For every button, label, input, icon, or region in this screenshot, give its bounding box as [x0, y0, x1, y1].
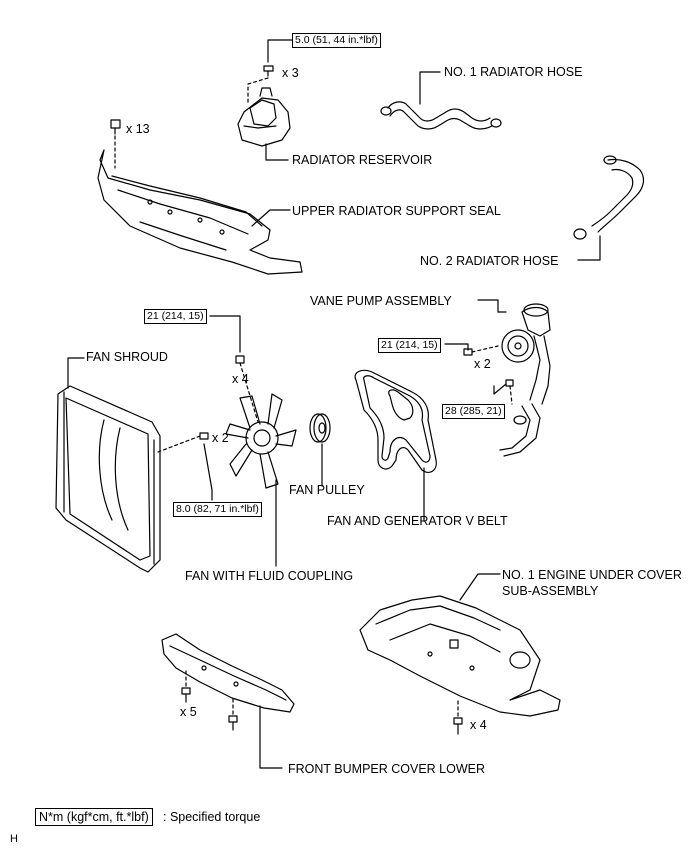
label-upper-radiator-support-seal: UPPER RADIATOR SUPPORT SEAL	[292, 204, 501, 218]
label-front-bumper-cover-lower: FRONT BUMPER COVER LOWER	[288, 762, 486, 776]
shroud-bolt	[157, 432, 209, 453]
bumper-bolt	[181, 667, 238, 731]
upper-radiator-support-seal-part	[97, 149, 303, 275]
no2-radiator-hose-part	[573, 155, 645, 240]
label-vane-pump-assembly: VANE PUMP ASSEMBLY	[310, 294, 452, 308]
qty-fan-nuts: x 4	[232, 372, 249, 386]
torque-shroud-bolt: 8.0 (82, 71 in.*lbf)	[173, 502, 262, 517]
fan-and-generator-v-belt-part	[354, 369, 437, 473]
torque-vane-pump-bolt: 21 (214, 15)	[378, 338, 441, 353]
torque-vane-pump-bracket: 28 (285, 21)	[442, 404, 505, 419]
under-cover-bolt	[453, 699, 463, 735]
qty-seal-clips: x 13	[126, 122, 150, 136]
vane-pump-bolt	[463, 345, 499, 356]
qty-under-cover-bolts: x 4	[470, 718, 487, 732]
label-fan-and-generator-v-belt: FAN AND GENERATOR V BELT	[327, 514, 508, 528]
radiator-reservoir-part	[237, 87, 291, 147]
label-no1-radiator-hose: NO. 1 RADIATOR HOSE	[444, 65, 583, 79]
no1-radiator-hose-part	[380, 101, 502, 130]
label-fan-shroud: FAN SHROUD	[86, 350, 168, 364]
vane-pump-bracket-bolt	[505, 379, 514, 405]
legend-description: : Specified torque	[163, 810, 261, 824]
front-bumper-cover-lower-part	[161, 633, 295, 713]
label-fan-with-fluid-coupling: FAN WITH FLUID COUPLING	[185, 569, 354, 583]
vane-pump-assembly-part	[499, 303, 551, 457]
label-no1-engine-under-cover-line2: SUB-ASSEMBLY	[502, 584, 599, 598]
qty-reservoir-bolts: x 3	[282, 66, 299, 80]
fan-nut	[235, 355, 259, 423]
legend-torque-unit: N*m (kgf*cm, ft.*lbf)	[35, 808, 153, 826]
qty-bumper-bolts: x 5	[180, 705, 197, 719]
fan-shroud-part	[55, 385, 161, 573]
corner-mark: H	[10, 833, 18, 845]
no1-engine-under-cover-part	[359, 595, 561, 717]
label-no1-engine-under-cover-line1: NO. 1 ENGINE UNDER COVER	[502, 568, 682, 582]
label-fan-pulley: FAN PULLEY	[289, 483, 365, 497]
fan-with-fluid-coupling-part	[225, 393, 297, 489]
qty-shroud-bolts: x 2	[212, 431, 229, 445]
torque-reservoir: 5.0 (51, 44 in.*lbf)	[292, 33, 381, 48]
seal-clip	[110, 119, 121, 135]
qty-vane-pump-bolts: x 2	[474, 357, 491, 371]
label-radiator-reservoir: RADIATOR RESERVOIR	[292, 153, 433, 167]
reservoir-bolt	[263, 65, 274, 77]
fan-pulley-part	[309, 413, 331, 443]
label-no2-radiator-hose: NO. 2 RADIATOR HOSE	[420, 254, 559, 268]
torque-fan-nut: 21 (214, 15)	[144, 309, 207, 324]
